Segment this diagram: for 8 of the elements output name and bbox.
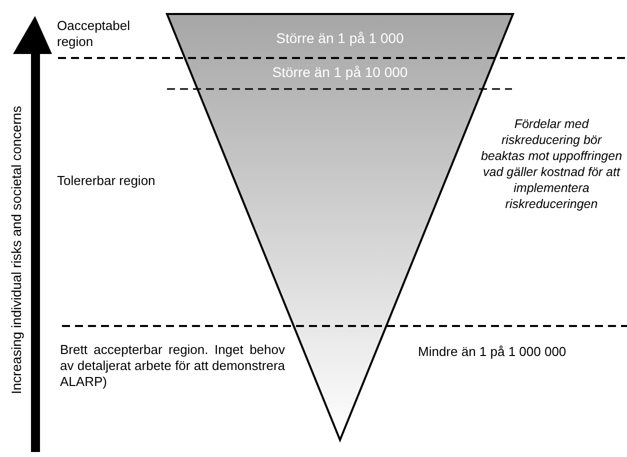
note-text: Fördelar med riskreducering bör beaktas mot uppoffringen vad gäller kostnad för att implementera riskreduceringen [480,116,624,212]
region-description: Brett accepterbar region. Inget behov av detaljerat arbete för att demonstrera ALARP) [60,342,285,390]
probability-label: Större än 1 på 1 000 [275,30,405,46]
region-label: Oacceptabel region [57,18,131,50]
region-label: Tolererbar region [57,173,156,189]
probability-label: Mindre än 1 på 1 000 000 [418,344,568,360]
axis-label: Increasing individual risks and societal concerns [9,104,25,396]
probability-label: Större än 1 på 10 000 [271,64,409,80]
